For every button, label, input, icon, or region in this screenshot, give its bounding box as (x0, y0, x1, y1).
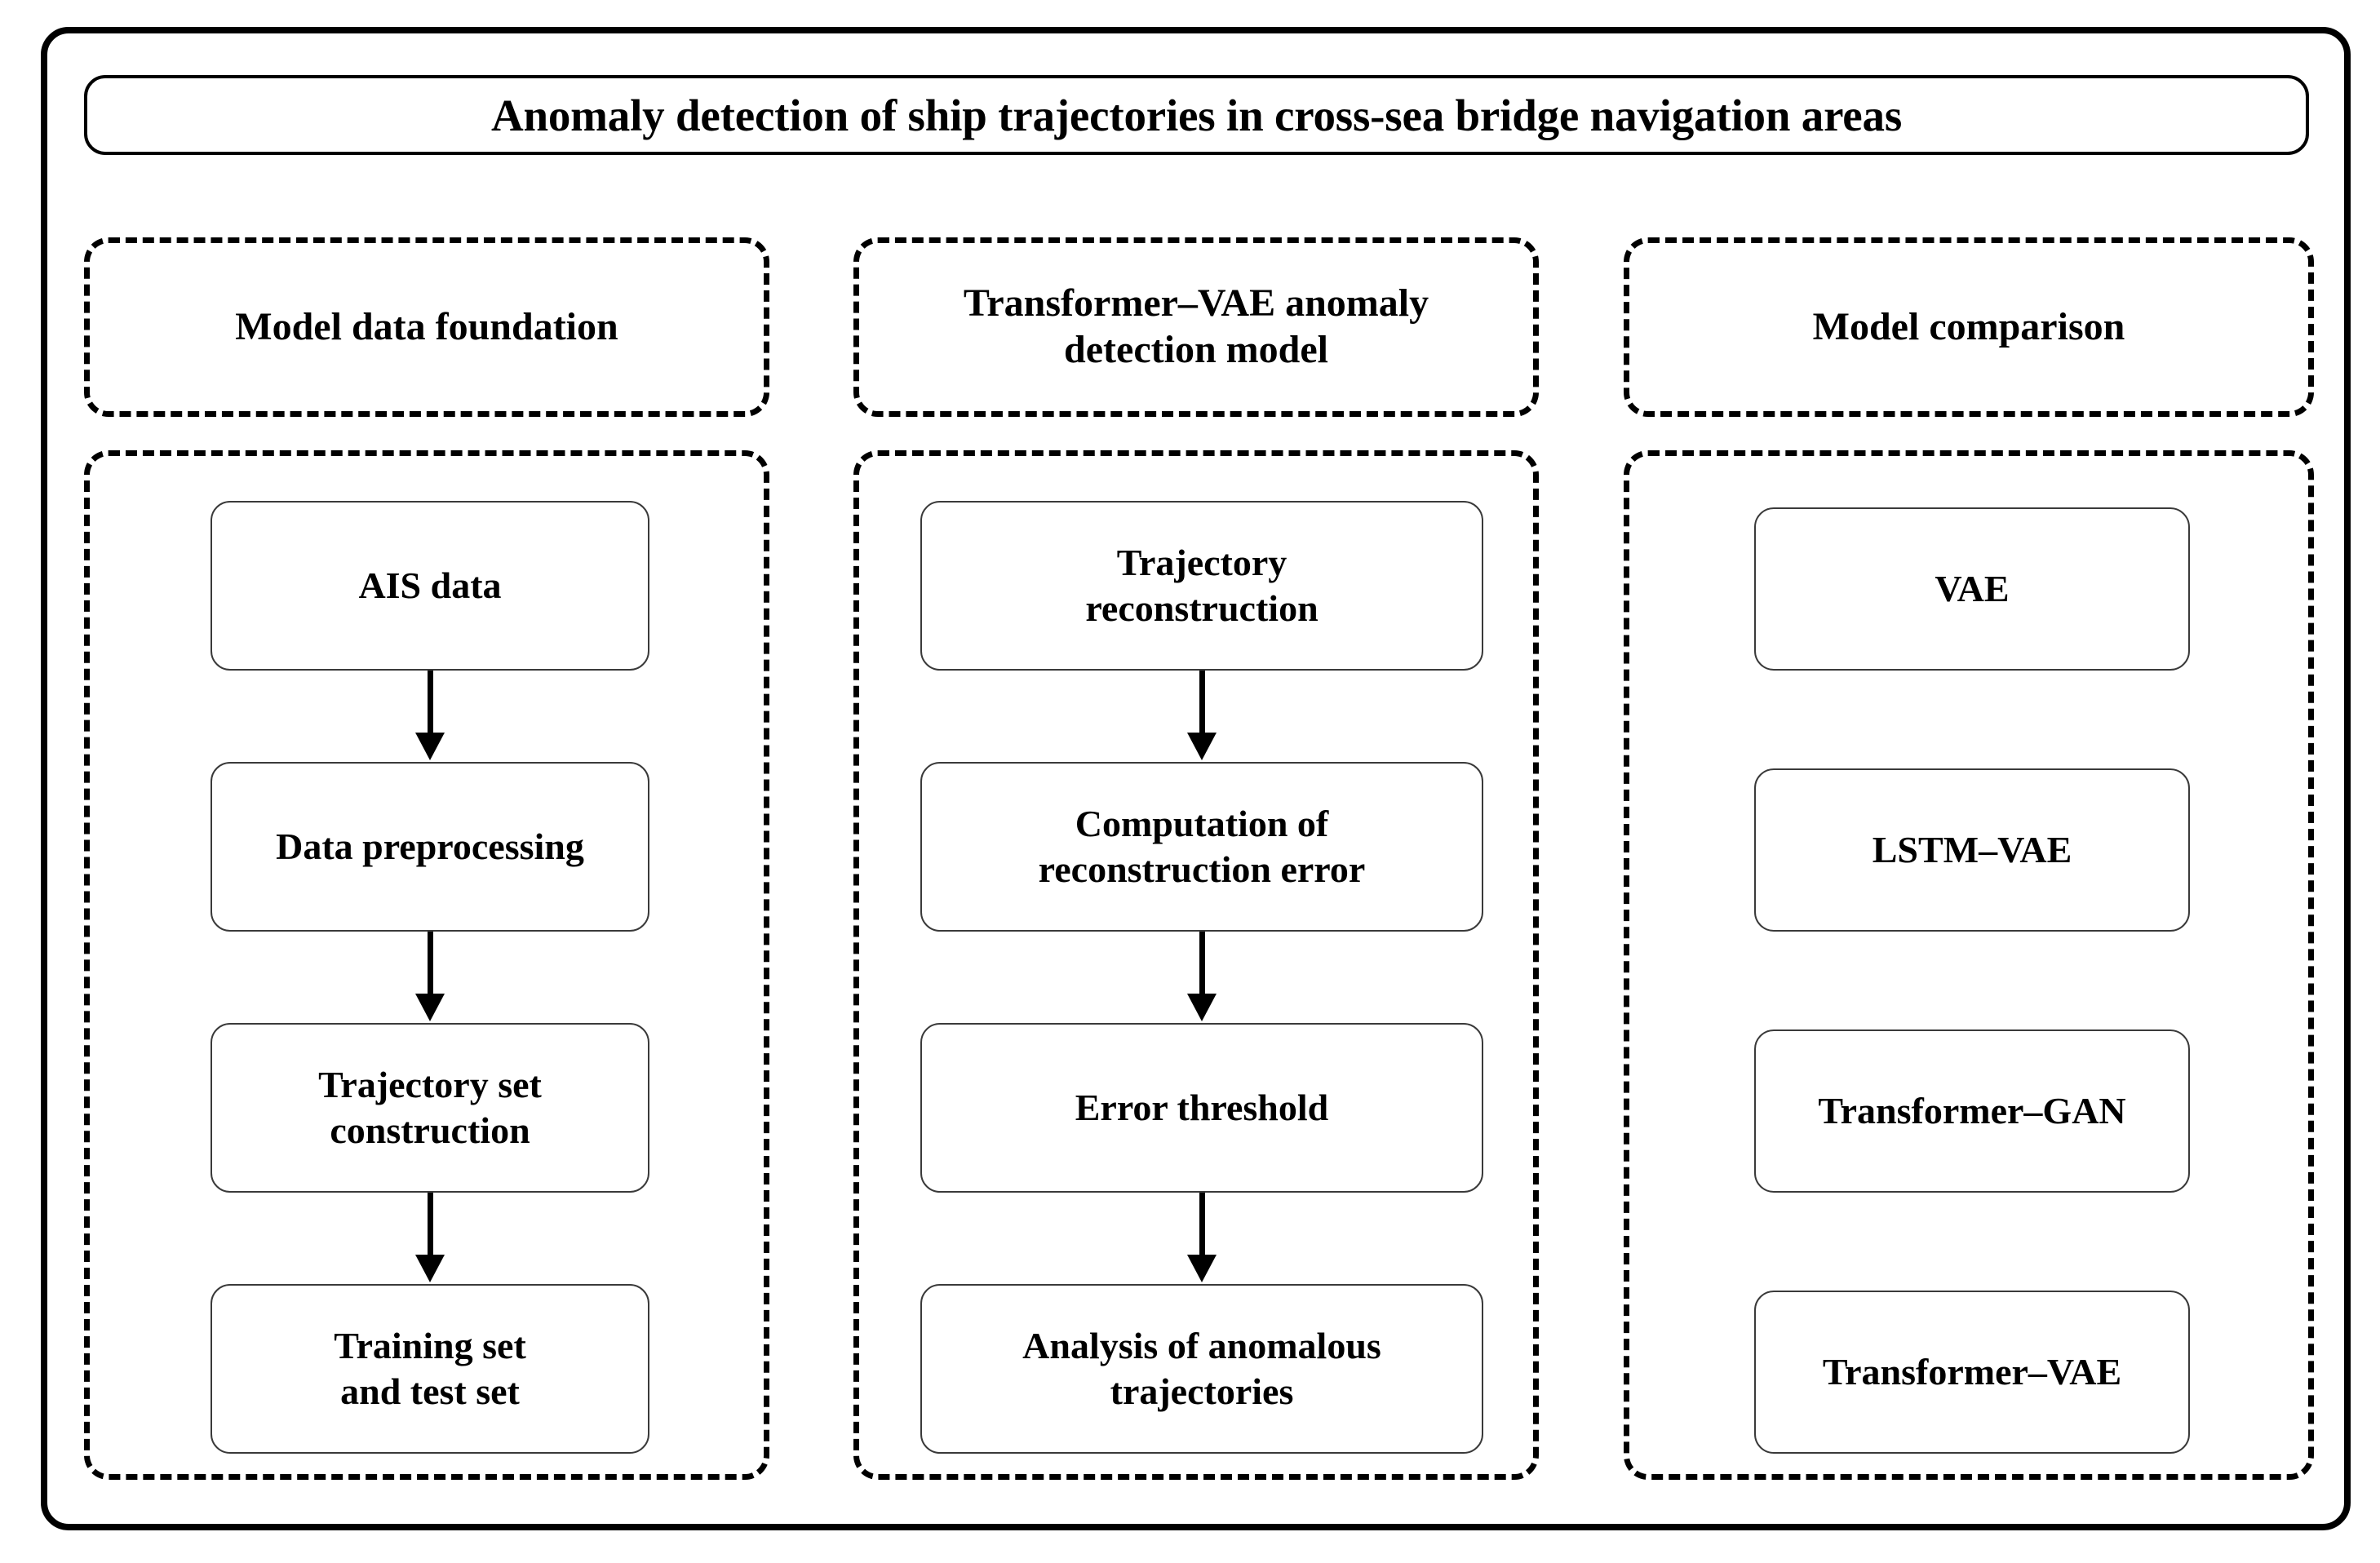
node-vae[interactable]: VAE (1754, 507, 2190, 671)
panel-header-line: Model data foundation (235, 304, 618, 348)
outer-frame (41, 27, 2351, 1530)
node-label: Transformer–GAN (1810, 1088, 2134, 1134)
arrow-threshold-to-analysis (1184, 1193, 1220, 1282)
node-label: Error threshold (1067, 1085, 1337, 1131)
node-label: LSTM–VAE (1864, 827, 2081, 873)
diagram-title-banner: Anomaly detection of ship trajectories i… (84, 75, 2309, 155)
panel-body-model-comparison (1624, 450, 2314, 1480)
arrow-reconstruction-to-error-computation (1184, 671, 1220, 760)
node-label-line: Transformer–VAE (1822, 1350, 2122, 1393)
node-label-line: Trajectory set (318, 1063, 542, 1105)
node-transformer-gan[interactable]: Transformer–GAN (1754, 1029, 2190, 1193)
node-label: Analysis of anomalous trajectories (1014, 1323, 1389, 1415)
node-label-line: trajectories (1110, 1370, 1294, 1412)
node-transformer-vae[interactable]: Transformer–VAE (1754, 1291, 2190, 1454)
panel-body-transformer-vae-anomaly-detection-model (853, 450, 1539, 1480)
panel-header-label-3: Model comparison (1813, 304, 2125, 351)
arrow-error-computation-to-threshold (1184, 932, 1220, 1021)
node-analysis-of-anomalous-trajectories[interactable]: Analysis of anomalous trajectories (920, 1284, 1483, 1454)
node-label-line: Computation of (1075, 802, 1329, 844)
node-label-line: VAE (1935, 567, 2010, 609)
node-label-line: Data preprocessing (276, 825, 584, 867)
panel-header-transformer-vae-anomaly-detection-model: Transformer–VAE anomaly detection model (853, 237, 1539, 417)
panel-header-line: Model comparison (1812, 304, 2125, 348)
panel-header-label-1: Model data foundation (235, 304, 618, 351)
node-label-line: Error threshold (1075, 1086, 1329, 1128)
arrow-ais-to-preprocessing (412, 671, 448, 760)
node-label-line: and test set (340, 1370, 520, 1412)
node-label-line: AIS data (358, 564, 502, 606)
node-label: Computation of reconstruction error (1030, 801, 1374, 892)
node-label-line: Transformer–GAN (1818, 1089, 2126, 1131)
node-label-line: Analysis of anomalous (1022, 1324, 1381, 1366)
node-label: AIS data (350, 563, 509, 609)
node-label-line: construction (330, 1109, 530, 1151)
arrow-trajectory-set-to-training-set (412, 1193, 448, 1282)
node-label: Trajectory set construction (310, 1062, 550, 1153)
panel-header-line: detection model (1064, 328, 1328, 371)
node-label: Trajectory reconstruction (1077, 540, 1326, 631)
panel-header-model-comparison: Model comparison (1624, 237, 2314, 417)
panel-header-line: Transformer–VAE anomaly (963, 281, 1429, 325)
node-label-line: reconstruction (1085, 587, 1319, 629)
node-lstm-vae[interactable]: LSTM–VAE (1754, 768, 2190, 932)
panel-header-model-data-foundation: Model data foundation (84, 237, 769, 417)
node-trajectory-reconstruction[interactable]: Trajectory reconstruction (920, 501, 1483, 671)
node-label-line: Trajectory (1116, 541, 1288, 583)
node-error-threshold[interactable]: Error threshold (920, 1023, 1483, 1193)
panel-header-label-2: Transformer–VAE anomaly detection model (964, 281, 1429, 373)
node-label: Training set and test set (326, 1323, 534, 1415)
node-computation-of-reconstruction-error[interactable]: Computation of reconstruction error (920, 762, 1483, 932)
node-label-line: LSTM–VAE (1872, 828, 2072, 870)
node-data-preprocessing[interactable]: Data preprocessing (211, 762, 649, 932)
node-label: VAE (1926, 566, 2017, 612)
node-training-and-test-set[interactable]: Training set and test set (211, 1284, 649, 1454)
node-trajectory-set-construction[interactable]: Trajectory set construction (211, 1023, 649, 1193)
node-label: Data preprocessing (268, 824, 592, 870)
panel-body-model-data-foundation (84, 450, 769, 1480)
arrow-preprocessing-to-trajectory-set (412, 932, 448, 1021)
page-title: Anomaly detection of ship trajectories i… (490, 90, 1903, 140)
node-ais-data[interactable]: AIS data (211, 501, 649, 671)
node-label: Transformer–VAE (1815, 1349, 2130, 1395)
node-label-line: Training set (334, 1324, 526, 1366)
node-label-line: reconstruction error (1038, 848, 1366, 890)
